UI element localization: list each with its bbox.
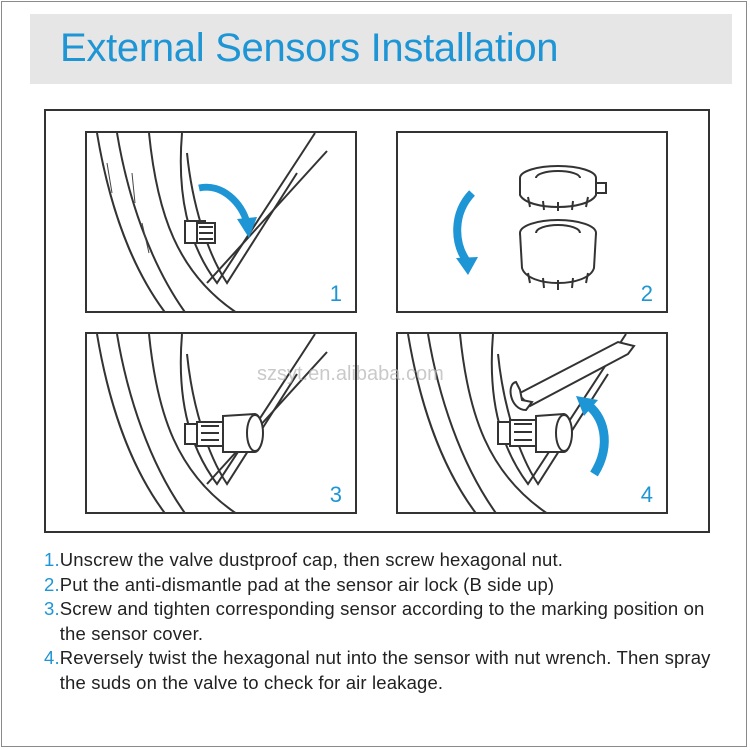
page-title: External Sensors Installation (60, 26, 559, 70)
instruction-text: Put the anti-dismantle pad at the sensor… (59, 573, 555, 595)
instruction-number: 3. (44, 598, 60, 619)
instruction-item: 4. Reversely twist the hexagonal nut int… (44, 646, 724, 695)
step-4-illustration: 4 (396, 332, 668, 514)
step-1-number: 1 (329, 281, 342, 306)
step-3-illustration: 3 (85, 332, 357, 514)
instruction-item: 3. Screw and tighten corresponding senso… (44, 597, 724, 646)
instruction-list: 1. Unscrew the valve dustproof cap, then… (44, 548, 724, 695)
watermark: szsyt.en.alibaba.com (257, 363, 444, 385)
instruction-text: Unscrew the valve dustproof cap, then sc… (59, 549, 564, 570)
illustration-frame (44, 109, 710, 533)
instruction-item: 1. Unscrew the valve dustproof cap, then… (44, 548, 724, 573)
step-1-illustration: 1 (85, 131, 357, 313)
sensor-mount-drawing (96, 334, 328, 512)
title-bar: External Sensors Installation (30, 14, 732, 84)
instruction-item: 2. Put the anti-dismantle pad at the sen… (44, 573, 724, 598)
instruction-number: 2. (44, 573, 60, 595)
instruction-text: Reversely twist the hexagonal nut into t… (59, 647, 711, 693)
instruction-number: 4. (44, 647, 60, 668)
wheel-valve-cap-drawing (96, 133, 328, 311)
instruction-text: Screw and tighten corresponding sensor a… (59, 598, 705, 644)
step-2-number: 2 (640, 281, 653, 306)
sensor-pad-drawing (453, 165, 607, 290)
step-3-number: 3 (329, 482, 342, 507)
wrench-tighten-drawing (407, 334, 636, 512)
step-2-illustration: 2 (396, 131, 668, 313)
step-4-number: 4 (640, 482, 653, 507)
instruction-number: 1. (44, 549, 60, 570)
